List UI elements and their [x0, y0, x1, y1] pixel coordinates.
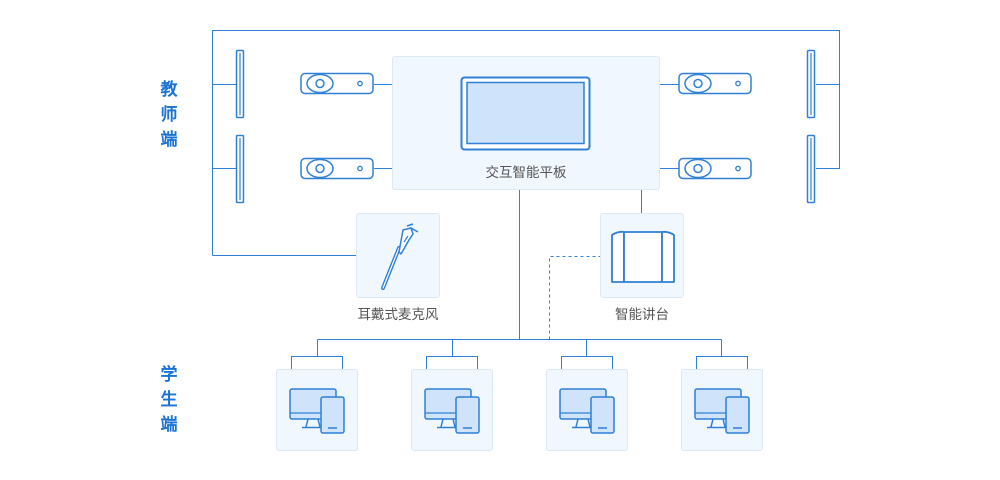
terminal-bracket [561, 356, 613, 370]
headset-microphone-icon [381, 223, 419, 290]
speaker-column-icon [235, 134, 245, 204]
tablet-display-icon [460, 76, 591, 151]
student-terminal-box [681, 369, 763, 451]
monitor-tablet-icon [289, 388, 345, 434]
podium-dashed-line [549, 256, 600, 340]
camera-icon [300, 157, 374, 180]
monitor-tablet-icon [559, 388, 615, 434]
terminal-bracket [291, 356, 343, 370]
podium-box [600, 213, 684, 298]
microphone-caption: 耳戴式麦克风 [357, 307, 439, 323]
camera-icon [678, 72, 752, 95]
monitor-tablet-icon [424, 388, 480, 434]
outer-frame-line [212, 30, 840, 256]
student-drop-lines [317, 339, 722, 357]
teacher-side-label: 教 师 端 [160, 80, 178, 150]
interactive-board-box: 交互智能平板 [392, 56, 660, 190]
podium-caption: 智能讲台 [615, 307, 669, 323]
camera-icon [678, 157, 752, 180]
camera-icon [300, 72, 374, 95]
monitor-tablet-icon [694, 388, 750, 434]
microphone-box [356, 213, 440, 298]
speaker-column-icon [806, 134, 816, 204]
terminal-bracket [696, 356, 748, 370]
student-terminal-box [276, 369, 358, 451]
podium-icon [611, 230, 675, 283]
speaker-column-icon [806, 49, 816, 119]
student-side-label: 学 生 端 [160, 365, 178, 435]
terminal-bracket [426, 356, 478, 370]
speaker-column-icon [235, 49, 245, 119]
student-terminal-box [546, 369, 628, 451]
interactive-board-caption: 交互智能平板 [485, 165, 567, 181]
student-terminal-box [411, 369, 493, 451]
